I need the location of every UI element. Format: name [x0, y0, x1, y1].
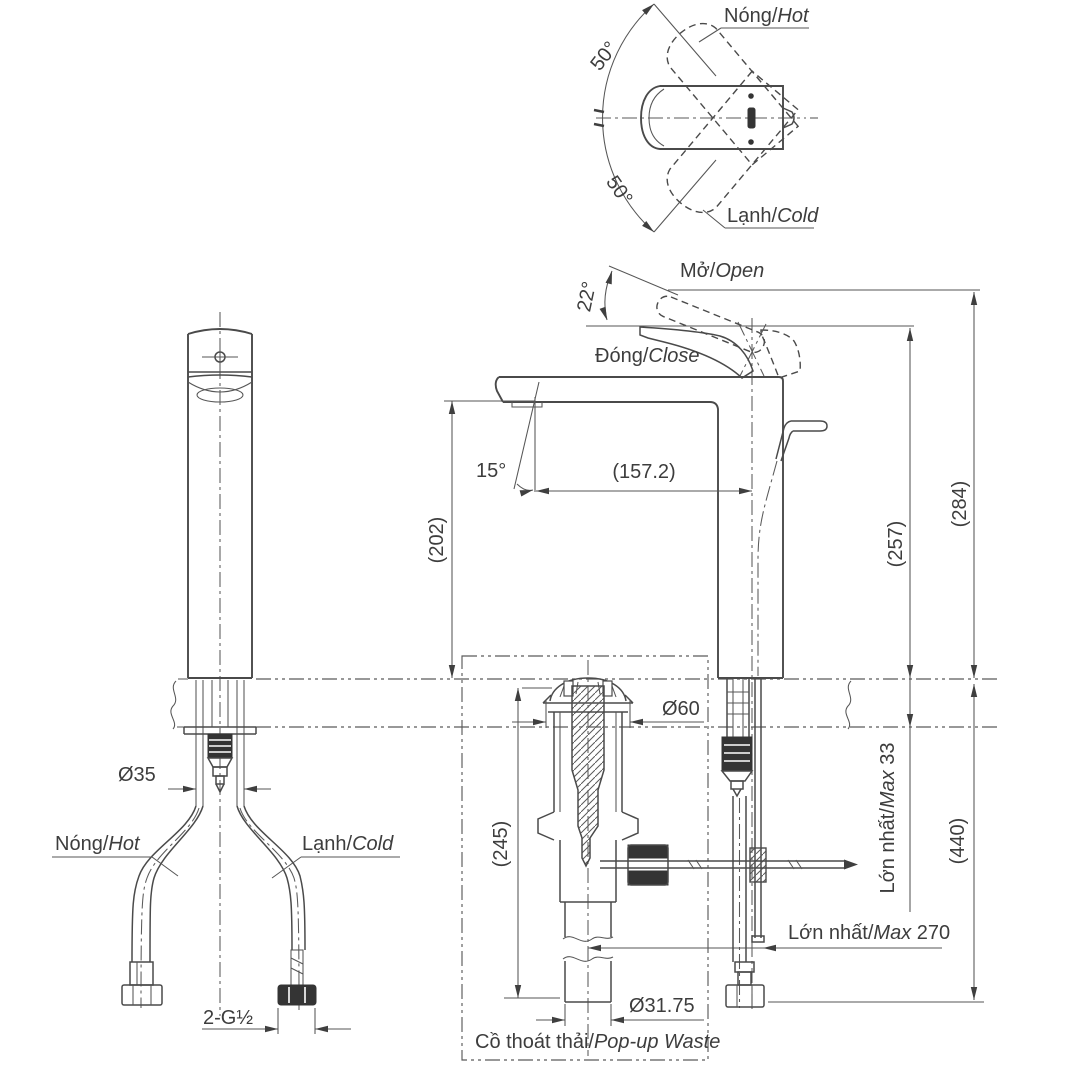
waste-plug	[571, 685, 605, 868]
front-view: Ø35 Nóng/Hot Lạnh/Cold 2-G½	[52, 312, 400, 1034]
dim-swing-lower: 50°	[601, 172, 636, 209]
label-hot-top: Nóng/Hot	[724, 5, 810, 27]
label-cold-front: Lạnh/Cold	[302, 833, 394, 855]
dim-flange-diameter: Ø60	[662, 698, 700, 720]
dim-spout-angle: 15°	[476, 460, 506, 482]
hose-connector-cold	[277, 984, 317, 1006]
label-hot-front: Nóng/Hot	[55, 833, 141, 855]
dim-max-counter-thickness: Lớn nhất/Max 33	[877, 742, 899, 893]
dim-tail-diameter: Ø31.75	[629, 995, 695, 1017]
deck-section	[170, 678, 998, 730]
dim-handle-height: (257)	[885, 521, 907, 568]
dim-shank-diameter: Ø35	[118, 764, 156, 786]
label-popup-waste: Cồ thoát thải/Pop-up Waste	[475, 1031, 720, 1053]
handle-pivot-marker	[747, 107, 756, 129]
dim-swing-upper: 50°	[586, 38, 622, 75]
dim-waste-length: (245)	[490, 821, 512, 868]
hose-connector-hot	[121, 984, 163, 1006]
hose-connector-nut-side	[725, 984, 765, 1008]
top-view: 50° 50° Nóng/Hot Lạnh/Cold	[586, 1, 819, 235]
label-cold-top: Lạnh/Cold	[727, 205, 819, 227]
pivot-nut	[627, 844, 669, 886]
dim-spout-reach: (157.2)	[612, 461, 675, 483]
dim-total-height: (284)	[949, 481, 971, 528]
dim-rod-max-length: Lớn nhất/Max 270	[788, 922, 950, 944]
rod-ball-joint	[749, 847, 767, 883]
label-open: Mở/Open	[680, 260, 764, 282]
dim-open-angle: 22°	[573, 280, 601, 314]
dim-spout-height: (202)	[426, 517, 448, 564]
mounting-nut	[721, 736, 753, 772]
dim-hose-thread: 2-G½	[203, 1007, 253, 1029]
popup-waste-view: Ø60 (245) Ø31.75 Cồ thoát thải/Pop-up Wa…	[461, 655, 858, 1061]
below-deck-right	[720, 679, 767, 1008]
popup-waste-boundary	[461, 655, 709, 1061]
dim-below-deck-depth: (440)	[947, 818, 969, 865]
label-close: Đóng/Close	[595, 345, 700, 367]
side-view: Mở/Open 22° Đóng/Close 15° (157.2) (202)…	[426, 260, 984, 1012]
